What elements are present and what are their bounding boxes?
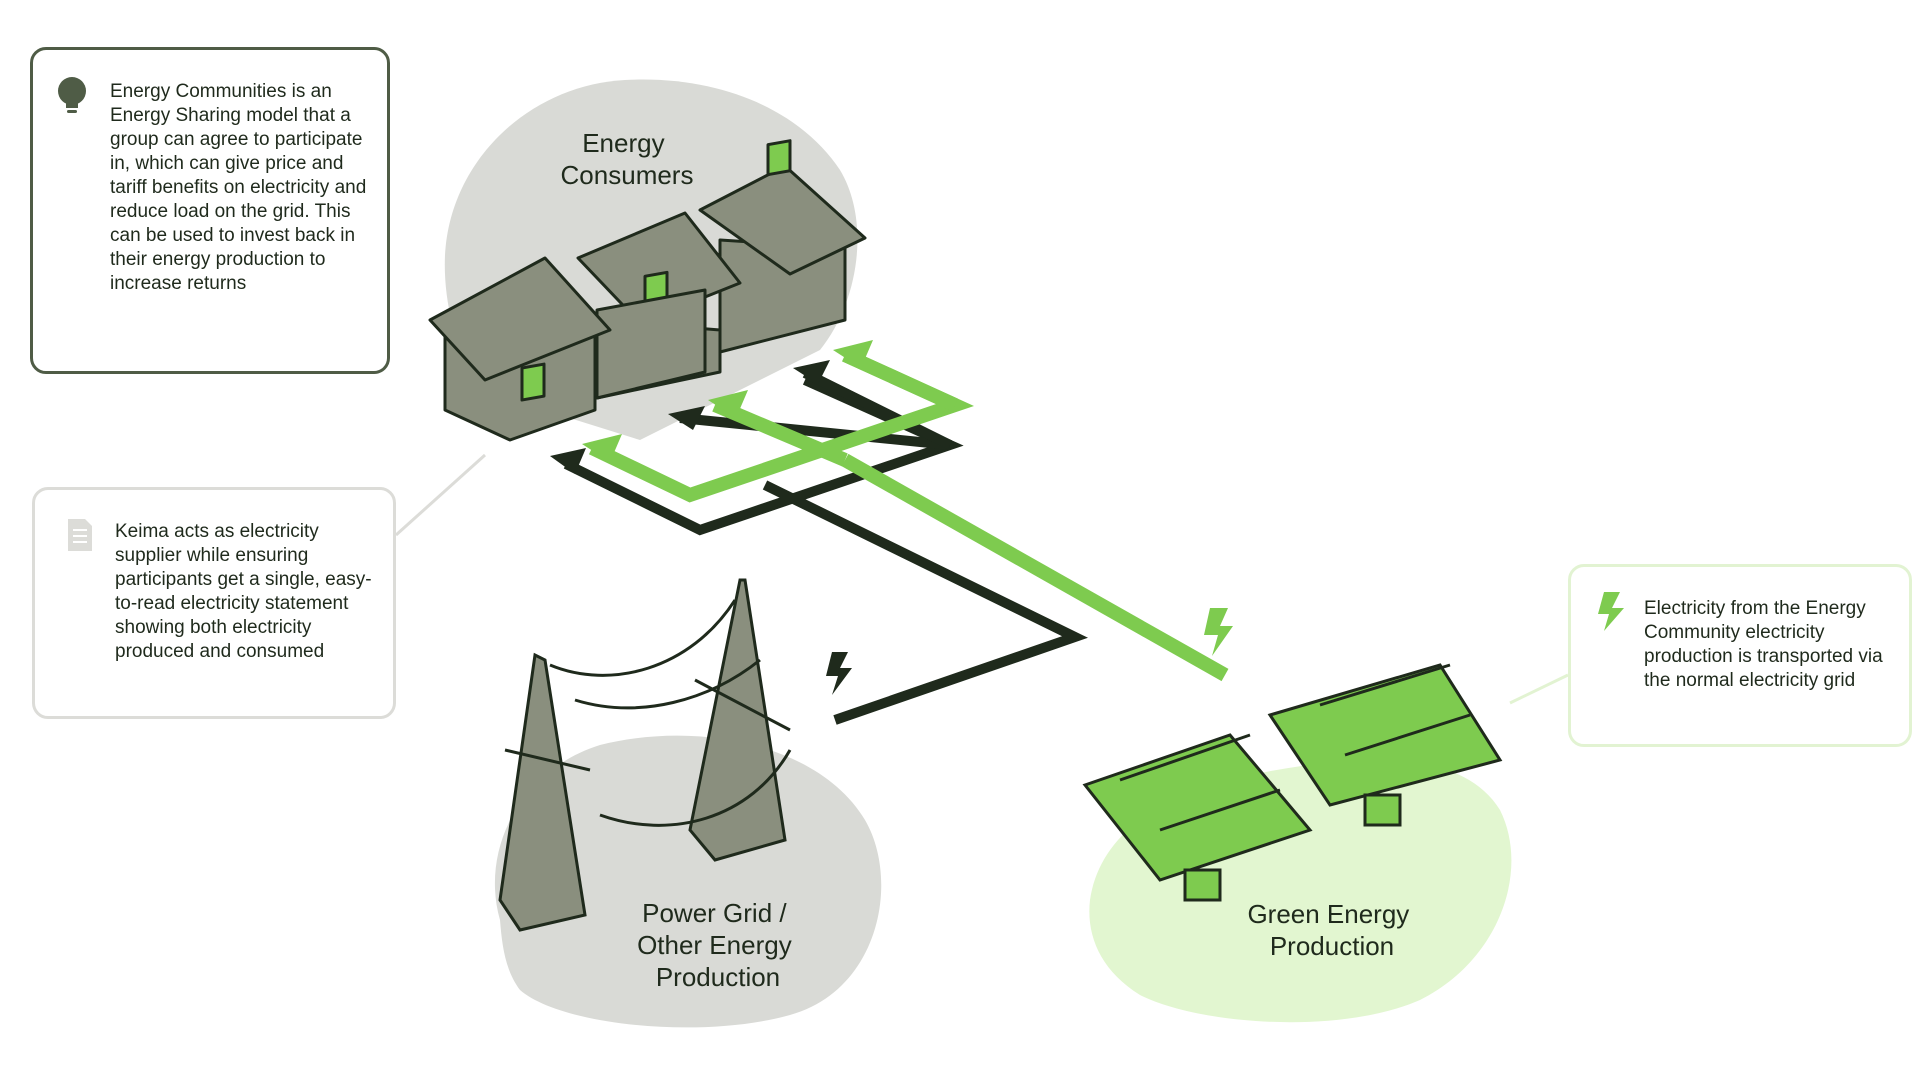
solar-panel-2 xyxy=(1267,663,1503,807)
green-energy-label: Green Energy Production xyxy=(1247,899,1416,961)
power-grid-blob xyxy=(494,735,882,1028)
house-3 xyxy=(698,139,867,354)
tower-1 xyxy=(498,652,587,932)
power-grid-label-line-2: Other Energy xyxy=(637,930,792,960)
power-line-2 xyxy=(574,658,761,710)
dark-lightning-icon xyxy=(826,652,852,695)
power-grid-label-line-1: Power Grid / xyxy=(642,898,787,928)
green-lightning-icon xyxy=(1204,608,1233,656)
solar-panels xyxy=(1082,663,1503,902)
green-energy-label-line-1: Green Energy xyxy=(1247,899,1409,929)
energy-communities-card: Energy Communities is an Energy Sharing … xyxy=(30,47,390,374)
green-flow-branch-3 xyxy=(842,348,958,412)
green-flow-arrows xyxy=(588,348,1229,682)
lightning-icon xyxy=(1598,592,1624,631)
power-line-1 xyxy=(549,599,737,677)
house-1 xyxy=(428,256,612,442)
consumers-label: Energy Consumers xyxy=(561,128,694,190)
energy-communities-text: Energy Communities is an Energy Sharing … xyxy=(110,81,367,294)
document-icon xyxy=(68,519,92,551)
grid-flow-to-house-2 xyxy=(679,413,951,450)
electricity-grid-text: Electricity from the Energy Community el… xyxy=(1644,598,1883,691)
power-grid-towers xyxy=(498,578,792,932)
green-flow-arrowheads xyxy=(582,340,873,462)
house-2 xyxy=(576,211,742,400)
electricity-grid-card: Electricity from the Energy Community el… xyxy=(1568,564,1912,747)
keima-card: Keima acts as electricity supplier while… xyxy=(32,487,396,719)
power-line-3 xyxy=(599,749,792,827)
power-grid-label-line-3: Production xyxy=(656,962,780,992)
grid-flow-to-house-3 xyxy=(802,368,953,450)
tower-2 xyxy=(688,578,787,862)
power-grid-label: Power Grid / Other Energy Production xyxy=(637,898,799,992)
green-flow-main xyxy=(841,453,1229,682)
keima-connector xyxy=(394,453,487,537)
lightbulb-icon xyxy=(58,77,86,113)
grid-info-connector xyxy=(1509,673,1569,705)
grid-flow-arrows xyxy=(563,368,1088,725)
grid-flow-main xyxy=(762,480,1088,725)
grid-flow-arrowheads xyxy=(550,360,830,474)
keima-text: Keima acts as electricity supplier while… xyxy=(115,521,372,662)
green-energy-label-line-2: Production xyxy=(1270,931,1394,961)
consumer-houses xyxy=(428,139,867,442)
consumers-label-line-1: Energy xyxy=(582,128,664,158)
consumers-label-line-2: Consumers xyxy=(561,160,694,190)
